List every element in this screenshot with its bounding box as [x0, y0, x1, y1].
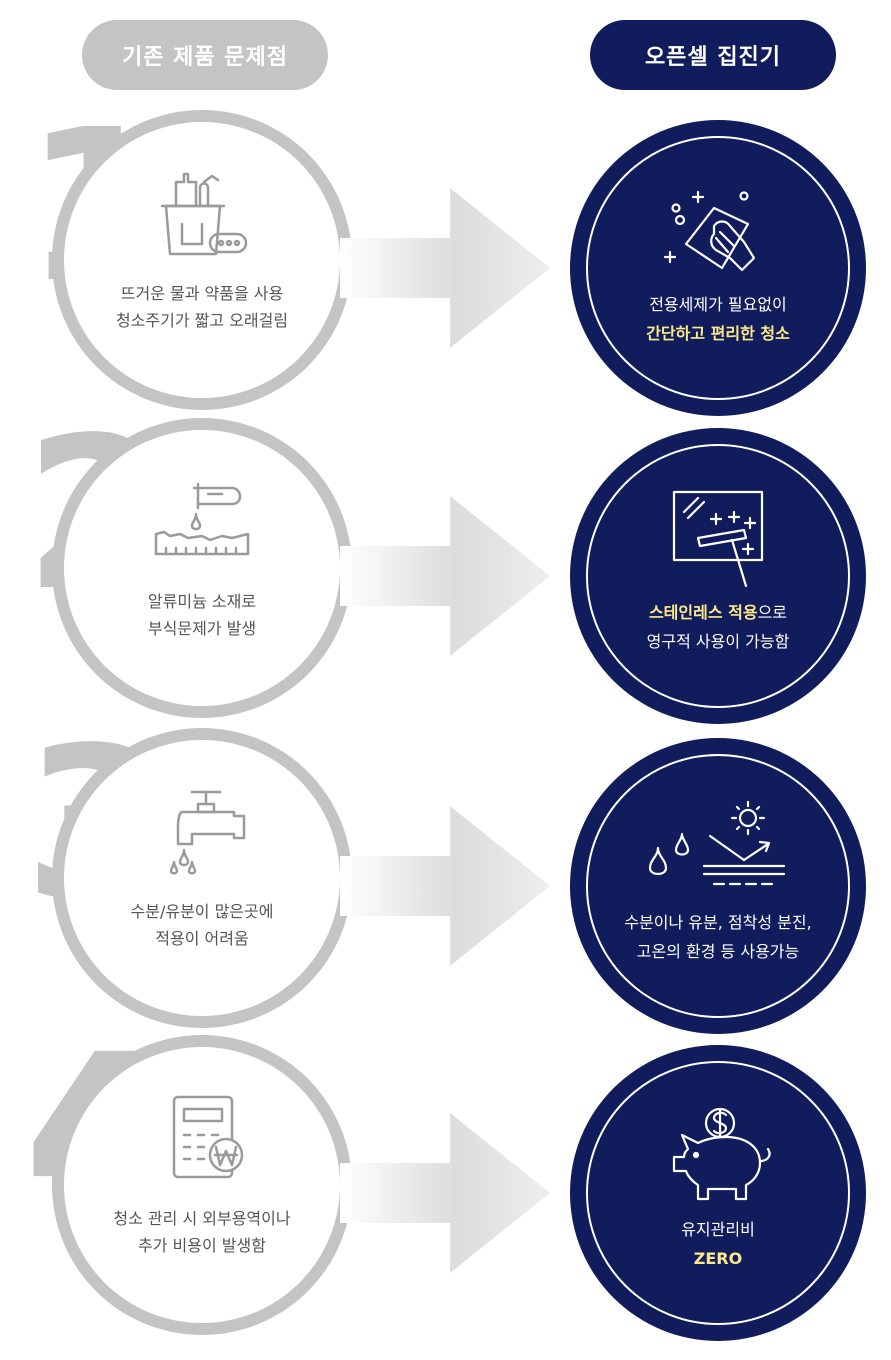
header-problems-label: 기존 제품 문제점 [122, 45, 288, 70]
arrow-right-icon [340, 188, 550, 348]
header-solution-pill: 오픈셀 집진기 [590, 20, 836, 90]
solution-description: 유지관리비 ZERO [681, 1220, 755, 1268]
problem-circle [64, 740, 340, 1016]
solution-ring [586, 754, 850, 1018]
arrow-right-icon [340, 496, 550, 656]
problem-description: 청소 관리 시 외부용역이나 추가 비용이 발생함 [113, 1209, 291, 1255]
calculator-won-icon [172, 1095, 244, 1179]
comparison-row-2: 2 알류미늄 소재로 부식문제가 발생 스테인레스 적용으로 영구적 사용이 가… [0, 410, 891, 728]
glass-squeegee-icon [672, 490, 764, 588]
arrow-right-icon [340, 806, 550, 966]
corroding-metal-icon [154, 482, 250, 556]
solution-ring [586, 444, 850, 708]
solution-ring [586, 136, 850, 400]
problem-circle [64, 122, 340, 398]
water-heat-resistant-icon [648, 800, 786, 886]
problem-description: 뜨거운 물과 약품을 사용 청소주기가 짧고 오래걸림 [115, 284, 289, 330]
problem-description: 수분/유분이 많은곳에 적용이 어려움 [130, 902, 274, 948]
dripping-faucet-icon [169, 790, 246, 875]
arrow-right-icon [340, 1113, 550, 1273]
header-problems-pill: 기존 제품 문제점 [82, 20, 328, 90]
hand-wiping-cloth-icon [663, 190, 756, 272]
solution-ring [586, 1061, 850, 1325]
solution-description: 전용세제가 필요없이 간단하고 편리한 청소 [646, 295, 790, 343]
cleaning-bucket-icon [160, 172, 248, 256]
solution-description: 수분이나 유분, 점착성 분진, 고온의 환경 등 사용가능 [624, 913, 812, 961]
header-solution-label: 오픈셀 집진기 [644, 45, 782, 70]
comparison-row-4: 4 청소 관리 시 외부용역이나 추가 비용이 발생함 유지관리비 ZERO [0, 1027, 891, 1345]
solution-description: 스테인레스 적용으로 영구적 사용이 가능함 [646, 603, 790, 651]
problem-circle [64, 430, 340, 706]
problem-circle [64, 1047, 340, 1323]
piggy-bank-coin-icon [672, 1107, 771, 1201]
comparison-row-3: 3 수분/유분이 많은곳에 적용이 어려움 수분이나 유분, 점착성 분진, [0, 720, 891, 1038]
problem-description: 알류미늄 소재로 부식문제가 발생 [147, 592, 257, 638]
comparison-row-1: 1 뜨거운 물과 약품을 사용 청소주기가 짧고 오래걸림 전용세제가 필요없이… [0, 102, 891, 420]
